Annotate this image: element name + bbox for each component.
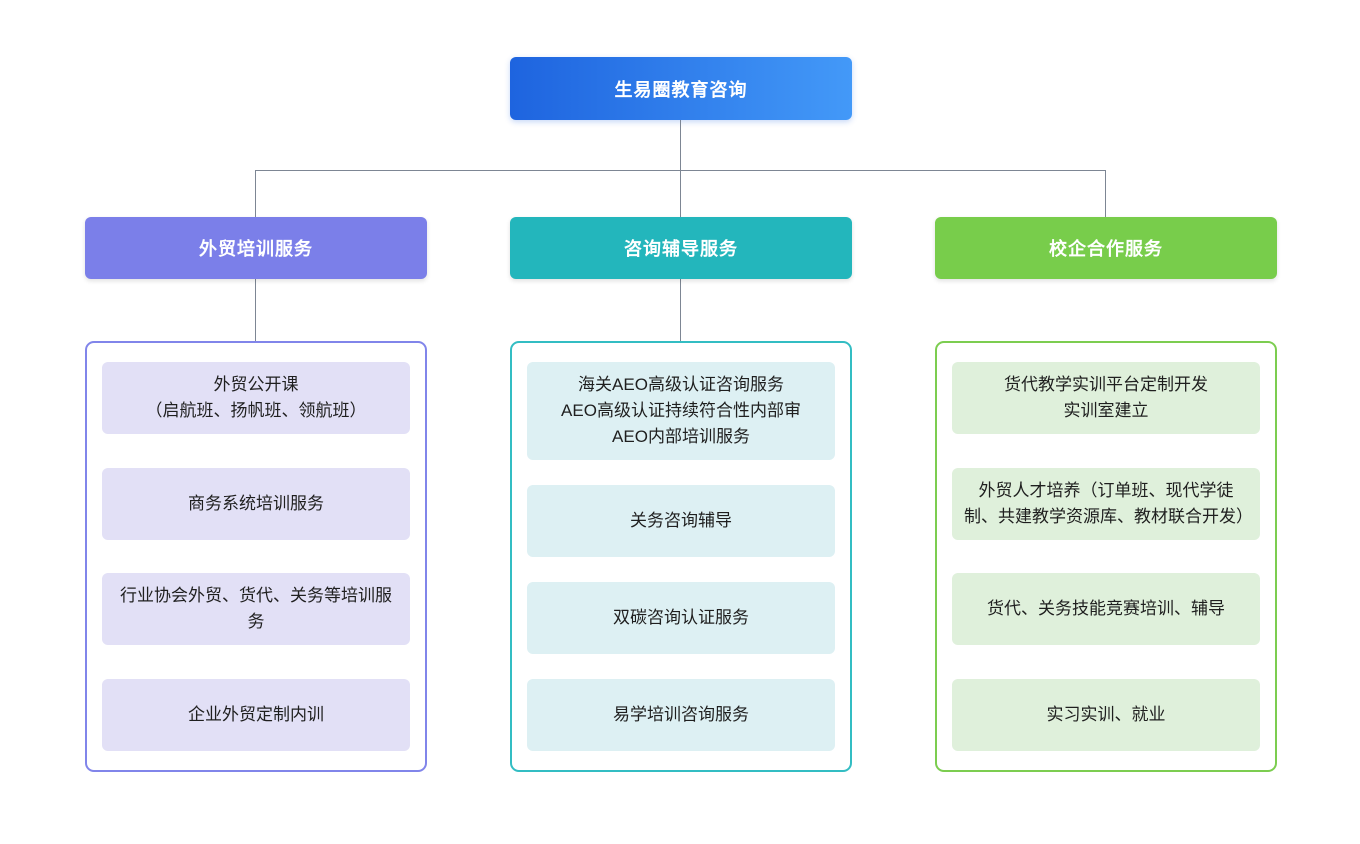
service-item-line: 实训室建立 (1063, 401, 1149, 420)
service-item: 实习实训、就业 (952, 678, 1260, 751)
connector-root-drop (680, 120, 681, 170)
connector-branch1-sub (255, 279, 256, 341)
service-item: 商务系统培训服务 (102, 467, 410, 540)
service-item: 海关AEO高级认证咨询服务 AEO高级认证持续符合性内部审 AEO内部培训服务 (527, 362, 835, 460)
service-item: 货代、关务技能竞赛培训、辅导 (952, 573, 1260, 646)
connector-branch1-drop (255, 170, 256, 217)
service-item: 企业外贸定制内训 (102, 678, 410, 751)
connector-branch3-drop (1105, 170, 1106, 217)
service-item-line: 商务系统培训服务 (188, 493, 324, 513)
branch-header-school-enterprise: 校企合作服务 (935, 217, 1277, 279)
service-item: 货代教学实训平台定制开发 实训室建立 (952, 362, 1260, 434)
service-item: 外贸人才培养（订单班、现代学徒制、共建教学资源库、教材联合开发） (952, 467, 1260, 540)
service-item-line: 海关AEO高级认证咨询服务 (578, 375, 784, 394)
branch-header-trade-training: 外贸培训服务 (85, 217, 427, 279)
service-item-line: 行业协会外贸、货代、关务等培训服务 (120, 586, 392, 632)
branch-header-consulting: 咨询辅导服务 (510, 217, 852, 279)
service-item-line: 关务咨询辅导 (630, 511, 732, 530)
service-item-line: 企业外贸定制内训 (188, 704, 324, 724)
service-item-line: 实习实训、就业 (1046, 704, 1166, 724)
service-item: 双碳咨询认证服务 (527, 582, 835, 654)
branch-header-label: 外贸培训服务 (199, 239, 313, 259)
service-item-line: （启航班、扬帆班、领航班） (145, 401, 367, 420)
root-node: 生易圈教育咨询 (510, 57, 852, 120)
service-item: 行业协会外贸、货代、关务等培训服务 (102, 573, 410, 646)
branch-container-consulting: 海关AEO高级认证咨询服务 AEO高级认证持续符合性内部审 AEO内部培训服务 … (510, 341, 852, 772)
branch-container-trade-training: 外贸公开课 （启航班、扬帆班、领航班） 商务系统培训服务 行业协会外贸、货代、关… (85, 341, 427, 772)
service-item-line: 易学培训咨询服务 (613, 705, 749, 724)
service-item-line: 货代教学实训平台定制开发 (1004, 375, 1208, 394)
service-item-line: AEO内部培训服务 (612, 427, 750, 446)
connector-branch2-drop (680, 170, 681, 217)
service-item: 易学培训咨询服务 (527, 679, 835, 751)
branch-container-school-enterprise: 货代教学实训平台定制开发 实训室建立 外贸人才培养（订单班、现代学徒制、共建教学… (935, 341, 1277, 772)
service-item: 外贸公开课 （启航班、扬帆班、领航班） (102, 362, 410, 434)
connector-branch2-sub (680, 279, 681, 341)
service-item-line: 货代、关务技能竞赛培训、辅导 (987, 599, 1225, 619)
service-item-line: AEO高级认证持续符合性内部审 (561, 401, 801, 420)
branch-header-label: 咨询辅导服务 (624, 239, 738, 259)
service-item-line: 外贸人才培养（订单班、现代学徒制、共建教学资源库、教材联合开发） (964, 480, 1253, 526)
service-item: 关务咨询辅导 (527, 485, 835, 557)
branch-header-label: 校企合作服务 (1049, 239, 1163, 259)
root-node-label: 生易圈教育咨询 (614, 79, 748, 100)
service-item-line: 双碳咨询认证服务 (613, 608, 749, 627)
service-item-line: 外贸公开课 (213, 375, 299, 394)
